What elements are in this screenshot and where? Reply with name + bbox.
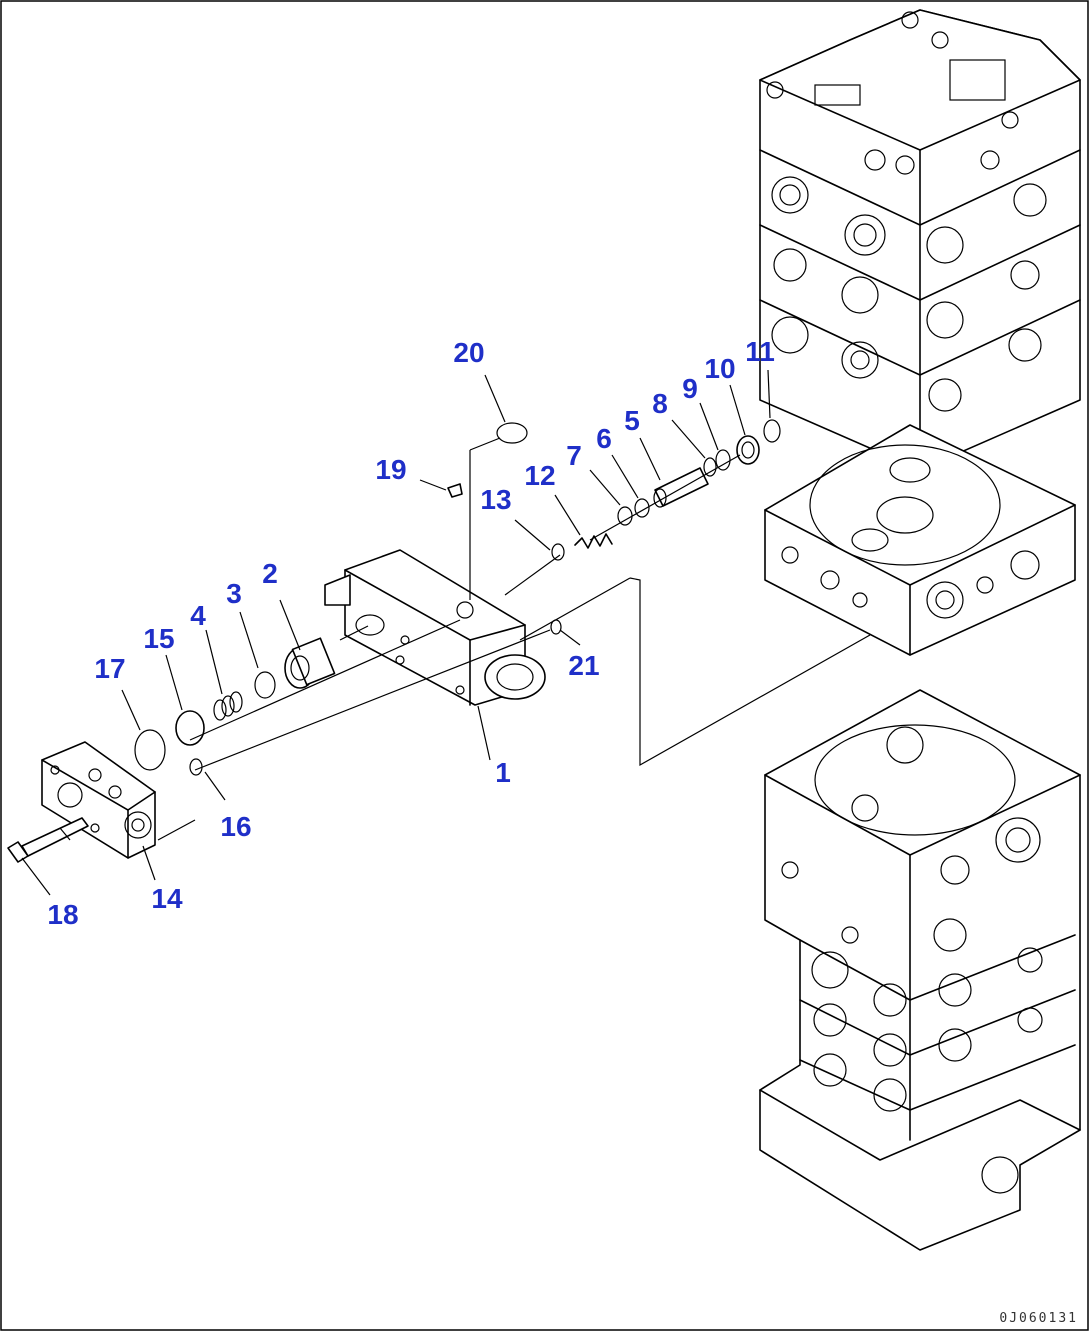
o-ring-part-20 [496, 422, 528, 444]
plug-part-19 [447, 483, 463, 498]
callout-12: 12 [524, 460, 555, 491]
callout-8: 8 [652, 388, 668, 419]
seal-part-3 [254, 671, 276, 699]
valve-plate-middle [764, 424, 1076, 656]
callout-4: 4 [190, 600, 206, 631]
callout-13: 13 [480, 484, 511, 515]
callout-1: 1 [495, 757, 511, 788]
assembly-lines [157, 437, 871, 841]
callout-14: 14 [151, 883, 183, 914]
callout-5: 5 [624, 405, 640, 436]
callout-7: 7 [566, 440, 582, 471]
callout-18: 18 [47, 899, 78, 930]
o-ring-part-17 [134, 729, 166, 771]
leader-lines [21, 369, 771, 896]
callout-21: 21 [568, 650, 599, 681]
spring-part-12 [574, 533, 613, 549]
o-ring-part-11 [763, 419, 781, 443]
spring-part-4 [213, 691, 243, 721]
spool-part-5 [653, 467, 709, 508]
o-ring-part-13 [551, 543, 565, 561]
callout-10: 10 [704, 353, 735, 384]
valve-assembly-top [759, 9, 1081, 471]
callout-2: 2 [262, 558, 278, 589]
o-ring-part-8 [703, 457, 717, 477]
callout-16: 16 [220, 811, 251, 842]
o-ring-part-16 [189, 758, 203, 776]
callout-labels: 1 2 3 4 5 6 7 8 9 10 11 12 13 14 15 16 1… [47, 336, 774, 930]
valve-body-part-1 [324, 549, 546, 706]
bolt-part-18 [7, 817, 89, 863]
plug-part-10 [736, 435, 760, 465]
end-cover-part-14 [41, 741, 156, 859]
callout-17: 17 [94, 653, 125, 684]
callout-3: 3 [226, 578, 242, 609]
seal-part-6 [634, 498, 650, 518]
callout-11: 11 [745, 336, 775, 367]
drawing-code: 0J060131 [999, 1311, 1078, 1326]
callout-19: 19 [375, 454, 406, 485]
spool-part-2 [284, 637, 336, 689]
callout-20: 20 [453, 337, 484, 368]
callout-6: 6 [596, 423, 612, 454]
valve-assembly-bottom [759, 689, 1081, 1251]
callout-15: 15 [143, 623, 174, 654]
callout-9: 9 [682, 373, 698, 404]
